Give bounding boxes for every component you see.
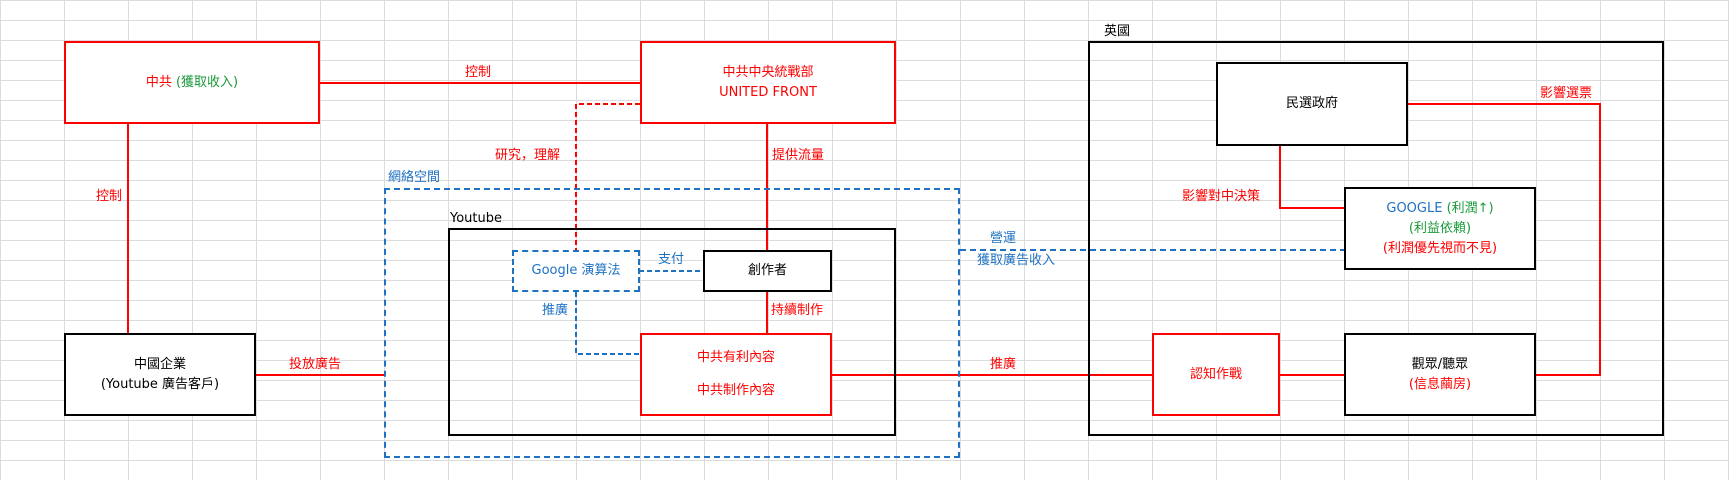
google-algorithm-node: Google 演算法 bbox=[512, 250, 640, 292]
ufwd-label: 中共中央統戰部 bbox=[722, 64, 814, 80]
uk-region bbox=[1088, 41, 1664, 436]
edge-label-pay: 支付 bbox=[658, 252, 685, 267]
cyberspace-region bbox=[384, 188, 960, 458]
edge-label-place-ads: 投放廣告 bbox=[289, 357, 342, 372]
creator-label: 創作者 bbox=[747, 263, 787, 278]
chinese-companies-label: 中國企業 bbox=[133, 356, 186, 372]
edge-label-influence-votes: 影響選票 bbox=[1540, 86, 1593, 101]
ufwd-english-label: UNITED FRONT bbox=[719, 84, 817, 100]
ccp-content-node: 中共有利內容 中共制作內容 bbox=[640, 333, 832, 416]
audience-node: 觀眾/聽眾 (信息繭房) bbox=[1344, 333, 1536, 416]
edge-label-control-top: 控制 bbox=[465, 65, 492, 80]
google-label: GOOGLE bbox=[1386, 200, 1447, 216]
chinese-companies-node: 中國企業 (Youtube 廣告客戶) bbox=[64, 333, 256, 416]
edge-label-provide-traffic: 提供流量 bbox=[772, 148, 825, 163]
creator-node: 創作者 bbox=[703, 250, 832, 292]
uk-region-label: 英國 bbox=[1104, 24, 1131, 39]
ufwd-node: 中共中央統戰部 UNITED FRONT bbox=[640, 41, 896, 124]
edge-recommend-algorithm-content bbox=[575, 292, 640, 355]
ccp-favorable-content-label: 中共有利內容 bbox=[696, 350, 775, 365]
google-profit-first-label: (利潤優先視而不見) bbox=[1382, 240, 1498, 256]
cyberspace-region-label: 網絡空間 bbox=[388, 170, 441, 185]
edge-votes-audience-gov bbox=[1408, 103, 1601, 376]
ccp-produced-content-label: 中共制作內容 bbox=[696, 383, 775, 398]
google-algorithm-label: Google 演算法 bbox=[531, 263, 621, 278]
edge-label-research: 研究，理解 bbox=[495, 148, 561, 163]
edge-label-ad-revenue: 獲取廣告收入 bbox=[977, 253, 1056, 268]
ccp-node: 中共 (獲取收入) bbox=[64, 41, 320, 124]
edge-label-operate: 營運 bbox=[990, 231, 1017, 246]
elected-government-node: 民選政府 bbox=[1216, 62, 1408, 146]
cognitive-warfare-label: 認知作戰 bbox=[1189, 366, 1242, 382]
edge-influence-gov-google bbox=[1279, 146, 1344, 209]
google-profit-up-label: (利潤↑) bbox=[1446, 200, 1494, 216]
ccp-label: 中共 bbox=[145, 74, 176, 90]
edge-label-control-left: 控制 bbox=[96, 189, 123, 204]
audience-label: 觀眾/聽眾 bbox=[1411, 356, 1469, 372]
elected-government-label: 民選政府 bbox=[1285, 96, 1338, 111]
edge-label-influence-decision: 影響對中決策 bbox=[1182, 189, 1261, 204]
ccp-revenue-label: (獲取收入) bbox=[175, 74, 239, 90]
youtube-region bbox=[448, 228, 896, 436]
google-profit-dependency-label: (利益依賴) bbox=[1408, 220, 1472, 236]
chinese-companies-sub-label: (Youtube 廣告客戶) bbox=[100, 376, 220, 392]
edge-label-keep-producing: 持續制作 bbox=[771, 303, 824, 318]
edge-label-recommend-right: 推廣 bbox=[990, 357, 1017, 372]
audience-echo-chamber-label: (信息繭房) bbox=[1408, 376, 1472, 392]
edge-research-ufwd-algorithm bbox=[575, 103, 640, 251]
youtube-region-label: Youtube bbox=[450, 211, 502, 226]
google-node: GOOGLE (利潤↑) (利益依賴) (利潤優先視而不見) bbox=[1344, 187, 1536, 270]
edge-label-recommend-left: 推廣 bbox=[542, 303, 569, 318]
cognitive-warfare-node: 認知作戰 bbox=[1152, 333, 1280, 416]
